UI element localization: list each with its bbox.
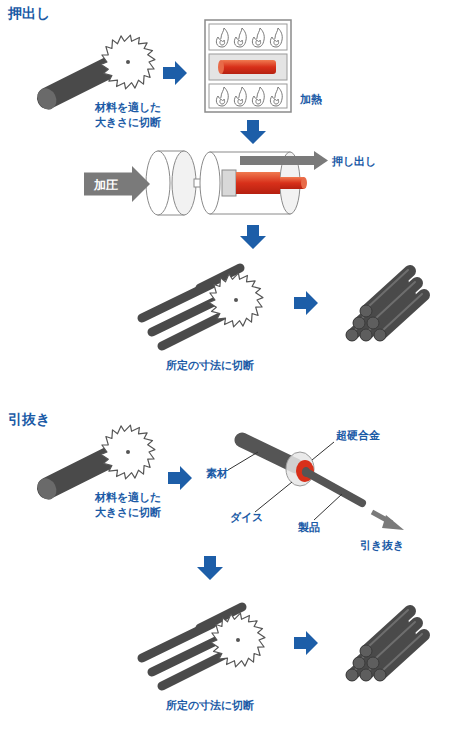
pressure-arrow: 加圧 xyxy=(84,166,150,202)
step-caption: 材料を適した 大きさに切断 xyxy=(88,100,167,130)
step-caption: 押し出し xyxy=(332,154,376,169)
step-caption: 所定の寸法に切断 xyxy=(166,358,254,373)
step-caption: 引き抜き xyxy=(360,538,404,553)
part-label: 製品 xyxy=(298,520,320,535)
section-heading: 押出し xyxy=(8,4,50,22)
arrow-label: 加圧 xyxy=(94,177,118,193)
part-label: ダイス xyxy=(230,510,263,525)
step-caption: 所定の寸法に切断 xyxy=(166,698,254,713)
section-heading: 引抜き xyxy=(8,410,50,428)
step-caption: 加熱 xyxy=(300,92,322,107)
part-label: 素材 xyxy=(206,466,228,481)
step-caption: 材料を適した 大きさに切断 xyxy=(88,490,167,520)
part-label: 超硬合金 xyxy=(336,428,380,443)
